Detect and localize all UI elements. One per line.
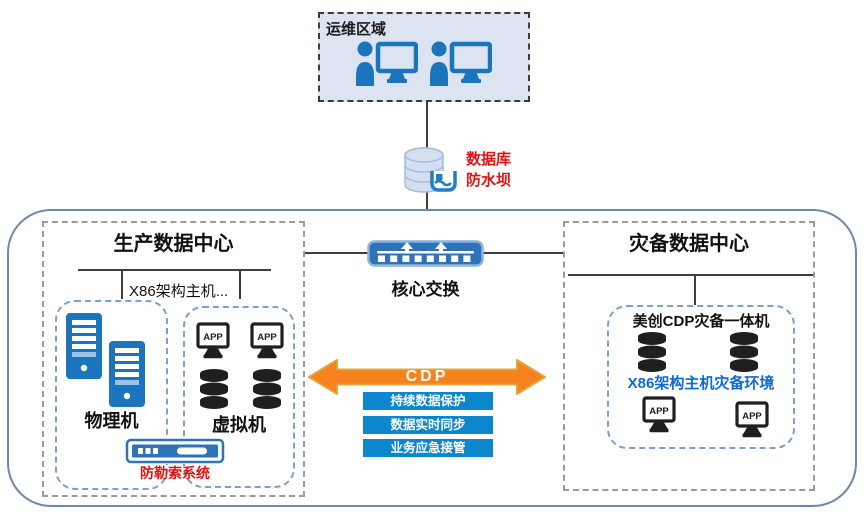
- app-label: APP: [649, 406, 669, 417]
- connector-switch-to-production: [305, 252, 369, 254]
- dr-bus-line: [568, 274, 813, 276]
- operator-workstation-icon: [356, 40, 418, 86]
- database-dam-label-line2: 防水坝: [466, 172, 512, 189]
- production-datacenter-title: 生产数据中心: [113, 233, 234, 255]
- virtual-machine-box: [183, 306, 295, 488]
- app-monitor-icon: APP: [196, 322, 230, 359]
- cdp-appliance-box: [607, 305, 795, 449]
- connector-switch-to-dr: [482, 252, 565, 254]
- cdp-appliance-title: 美创CDP灾备一体机: [632, 313, 770, 330]
- app-monitor-icon: APP: [250, 322, 284, 359]
- database-dam-icon: [403, 146, 457, 194]
- production-bus-drop-right: [239, 269, 241, 299]
- production-bus-line: [78, 269, 271, 271]
- physical-machine-box: [55, 300, 168, 490]
- operator-workstation-icon: [430, 40, 492, 86]
- dr-datacenter-box: [563, 221, 815, 491]
- x86-host-label: X86架构主机...: [129, 283, 229, 300]
- physical-machine-label: 物理机: [84, 411, 139, 431]
- cdp-replication-arrow: [308, 359, 546, 395]
- server-tower-icon: [66, 313, 102, 379]
- app-label: APP: [742, 411, 762, 422]
- core-switch-label: 核心交换: [391, 280, 460, 299]
- production-datacenter-box: [42, 221, 305, 497]
- database-dam-label-line1: 数据库: [466, 151, 512, 168]
- app-monitor-icon: APP: [642, 396, 676, 433]
- virtual-machine-label: 虚拟机: [212, 415, 266, 435]
- database-icon: [200, 369, 228, 409]
- app-label: APP: [257, 332, 277, 343]
- cdp-feature-continuous-protection: 持续数据保护: [363, 392, 493, 410]
- operations-zone-box: [318, 12, 530, 102]
- operations-zone-title: 运维区域: [326, 21, 387, 38]
- dr-env-label: X86架构主机灾备环境: [627, 375, 775, 392]
- dr-datacenter-title: 灾备数据中心: [629, 233, 749, 255]
- database-dam-label: 数据库 防水坝: [466, 149, 511, 191]
- anti-ransomware-label: 防勒索系统: [140, 465, 210, 481]
- database-icon: [253, 369, 281, 409]
- app-monitor-icon: APP: [735, 401, 769, 438]
- cdp-feature-emergency-takeover: 业务应急接管: [363, 439, 493, 457]
- database-icon: [638, 332, 666, 372]
- app-label: APP: [203, 332, 223, 343]
- cdp-arrow-label: CDP: [405, 368, 449, 385]
- dr-bus-drop: [694, 274, 696, 305]
- database-icon: [730, 332, 758, 372]
- cdp-feature-realtime-sync: 数据实时同步: [363, 416, 493, 434]
- anti-ransomware-appliance-icon: [125, 438, 225, 464]
- core-switch-icon: [367, 240, 484, 267]
- server-tower-icon: [109, 341, 145, 407]
- production-bus-drop-left: [121, 269, 123, 299]
